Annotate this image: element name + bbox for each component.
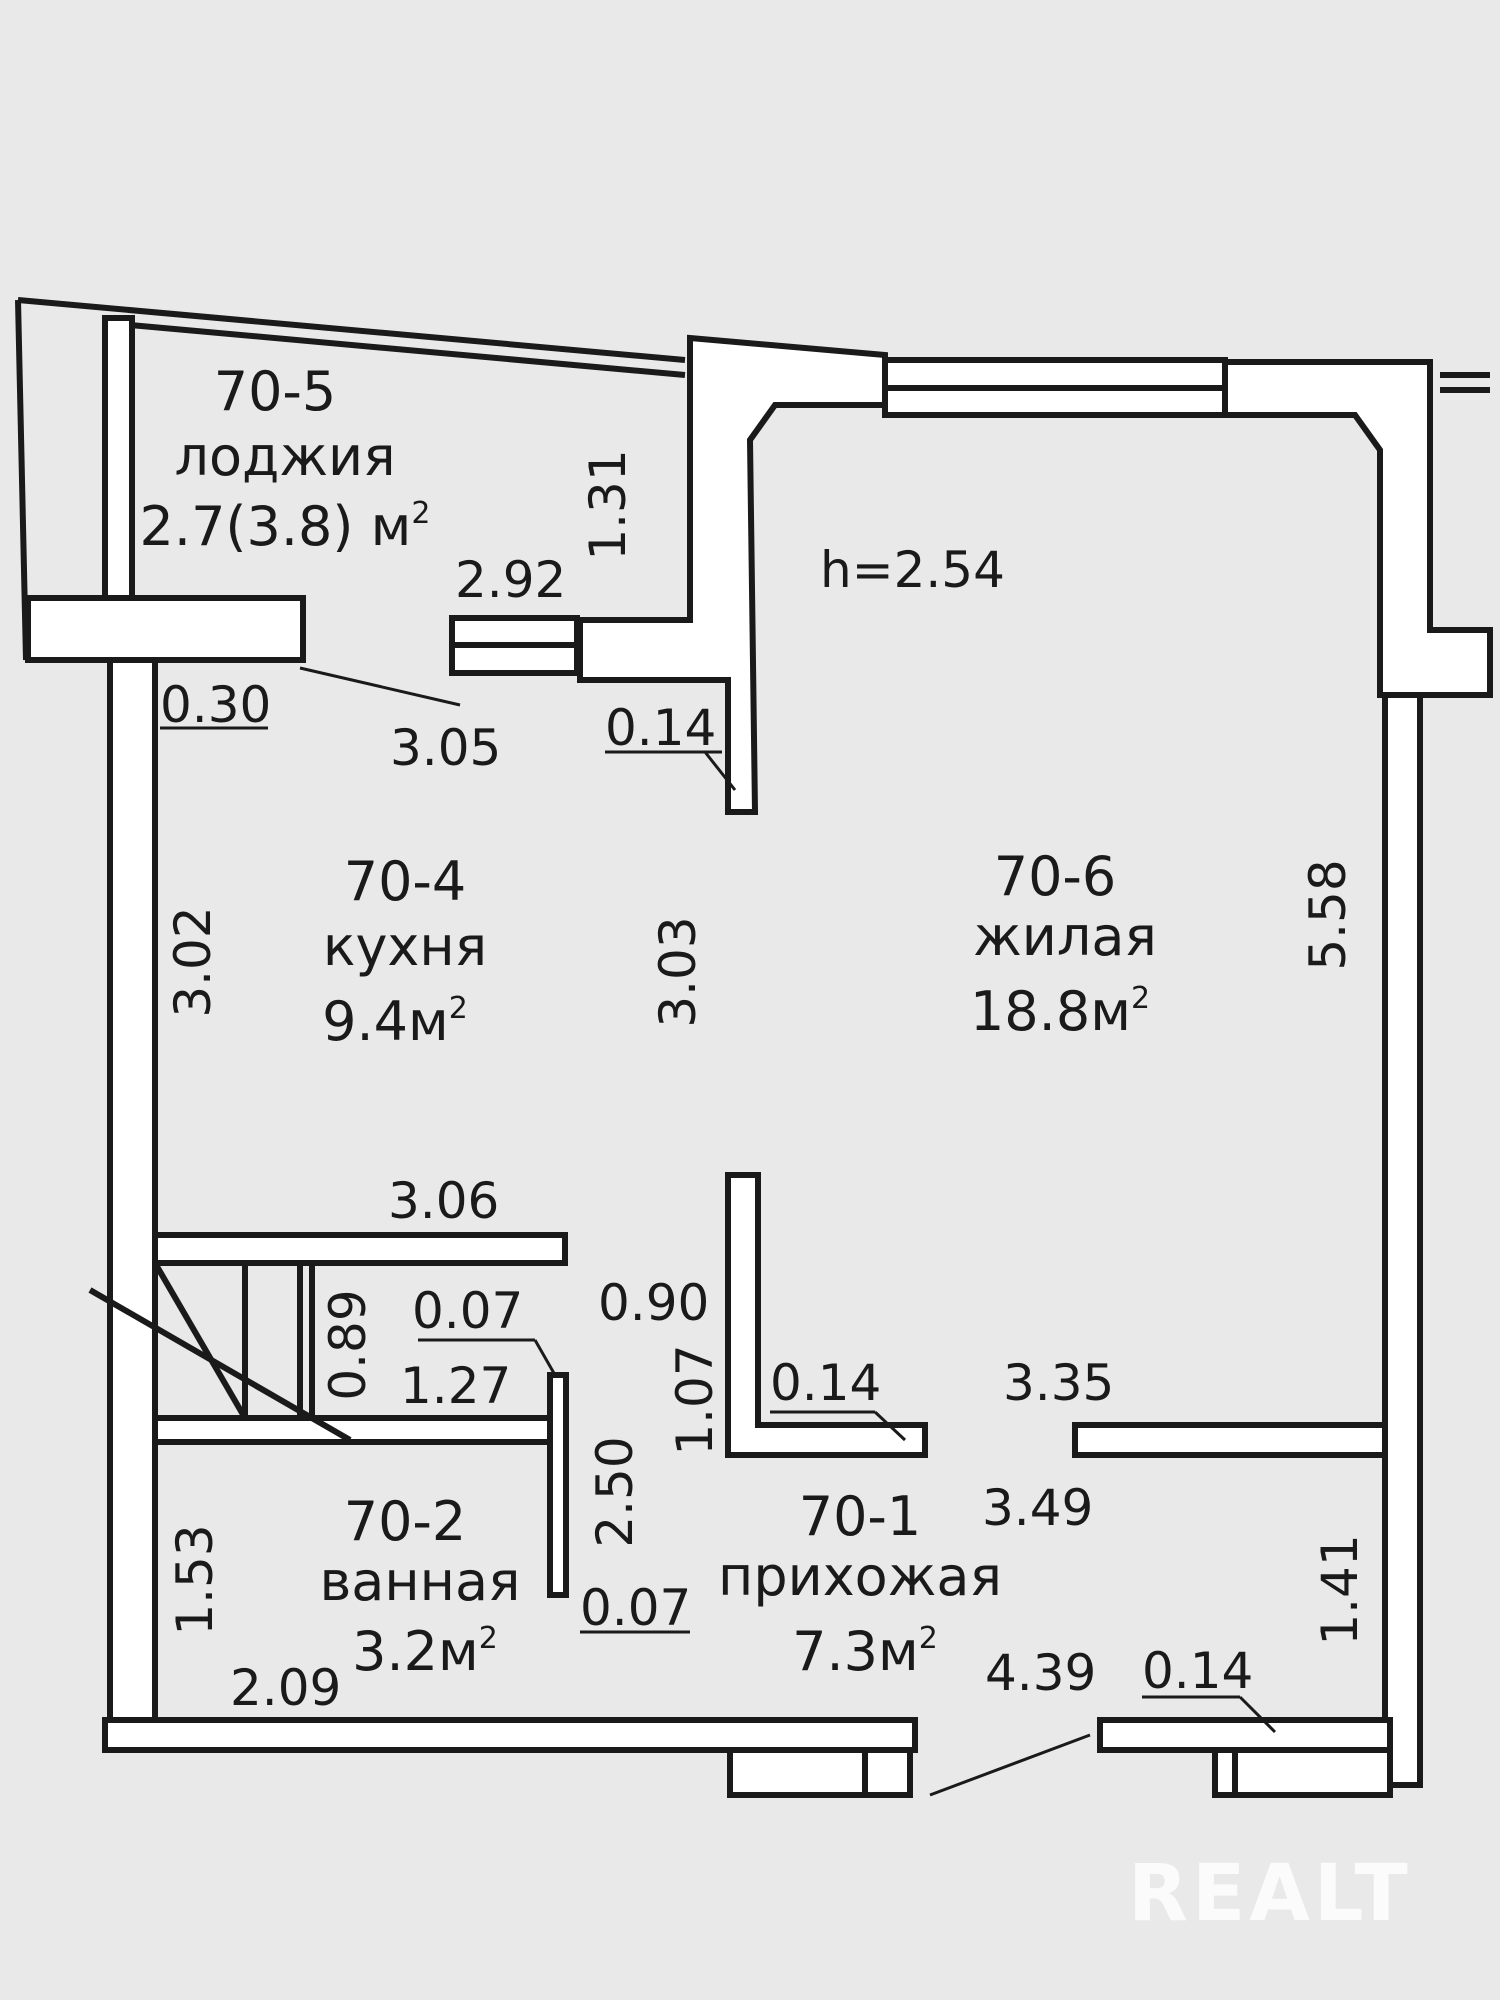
door-entry-line <box>929 1733 1091 1797</box>
leader-0-07-top-b <box>533 1339 557 1376</box>
dim-3-05: 3.05 <box>390 719 501 777</box>
dim-1-41: 1.41 <box>1311 1534 1369 1645</box>
dim-3-03: 3.03 <box>649 916 707 1027</box>
room-area: 18.8м2 <box>970 980 1150 1043</box>
dim-2-92: 2.92 <box>455 551 566 609</box>
wall-loggia-kitchen <box>25 595 306 663</box>
dim-0-90: 0.90 <box>598 1274 709 1332</box>
dim-2-09: 2.09 <box>230 1659 341 1717</box>
dim-3-06: 3.06 <box>388 1172 499 1230</box>
leader-0-14-top-b <box>703 751 737 791</box>
stub-bottom-right <box>1212 1747 1393 1798</box>
loggia-rail-left <box>15 299 29 661</box>
dim-2-50: 2.50 <box>586 1436 644 1547</box>
wall-bath-top <box>152 1415 553 1445</box>
dim-3-35: 3.35 <box>1003 1354 1114 1412</box>
room-area: 7.3м2 <box>792 1620 938 1683</box>
room-id: 70-4 <box>344 850 467 913</box>
room-id: 70-6 <box>994 845 1117 908</box>
dim-1-53: 1.53 <box>166 1524 224 1635</box>
room-area: 2.7(3.8) м2 <box>140 495 431 558</box>
wall-bath-right <box>547 1372 569 1598</box>
room-living: 70-6 жилая 18.8м2 <box>970 845 1157 1043</box>
dim-3-02: 3.02 <box>164 906 222 1017</box>
dim-0-30: 0.30 <box>160 676 271 734</box>
dim-5-58: 5.58 <box>1299 859 1357 970</box>
room-name: кухня <box>323 915 487 978</box>
loggia-rail-top-inner <box>129 322 686 378</box>
room-bathroom: 70-2 ванная 3.2м2 <box>319 1490 520 1683</box>
leader-0-14-bot-b <box>1238 1695 1277 1734</box>
room-area: 3.2м2 <box>352 1620 498 1683</box>
watermark-logo: REALT <box>1128 1849 1412 1939</box>
leader-0-14-mid-b <box>873 1410 907 1442</box>
dim-0-89: 0.89 <box>319 1289 377 1400</box>
dim-0-07-bot: 0.07 <box>580 1579 691 1637</box>
dim-0-14-bot: 0.14 <box>1142 1642 1253 1700</box>
ceiling-height: h=2.54 <box>820 541 1005 599</box>
room-id: 70-5 <box>214 360 337 423</box>
room-name: жилая <box>973 905 1157 968</box>
dim-0-14-top: 0.14 <box>605 699 716 757</box>
dim-0-07-top: 0.07 <box>412 1282 523 1340</box>
room-id: 70-2 <box>344 1490 467 1553</box>
room-name: ванная <box>319 1550 520 1613</box>
room-hallway: 70-1 прихожая 7.3м2 <box>718 1485 1002 1683</box>
room-name: прихожая <box>718 1545 1002 1608</box>
loggia-rail-top <box>17 297 686 363</box>
room-labels: 70-5 лоджия 2.7(3.8) м2 70-4 кухня 9.4м2… <box>140 360 1157 1683</box>
wall-loggia-left <box>102 315 135 601</box>
room-name: лоджия <box>174 425 395 488</box>
room-area: 9.4м2 <box>322 990 468 1053</box>
room-kitchen: 70-4 кухня 9.4м2 <box>322 850 487 1053</box>
shaft-diag-2 <box>88 1287 352 1443</box>
door-kitchen-line <box>299 666 461 707</box>
wall-bottom-left <box>102 1717 918 1753</box>
wall-room-bottom <box>1072 1422 1388 1458</box>
dim-1-27: 1.27 <box>400 1357 511 1415</box>
dim-3-49: 3.49 <box>982 1479 1093 1537</box>
wall-bottom-right <box>1097 1717 1393 1753</box>
dim-0-14-mid: 0.14 <box>770 1354 881 1412</box>
wall-left-outer <box>107 657 158 1723</box>
dim-1-07: 1.07 <box>666 1344 724 1455</box>
shaft-diag-1 <box>152 1261 248 1420</box>
dim-1-31: 1.31 <box>579 449 637 560</box>
wall-hall-L <box>725 1172 928 1458</box>
dim-4-39: 4.39 <box>985 1644 1096 1702</box>
wall-right-outer <box>1382 692 1423 1788</box>
stub-bottom-left <box>727 1747 913 1798</box>
dimensions: 1.31 2.92 0.30 3.05 0.14 3.02 3.03 5.58 … <box>160 449 1369 1717</box>
leader-lines <box>160 666 1277 1797</box>
walls <box>15 297 1493 1798</box>
wall-kitchen-bath <box>152 1232 568 1266</box>
wall-right-top <box>1222 359 1493 698</box>
room-loggia: 70-5 лоджия 2.7(3.8) м2 <box>140 360 431 558</box>
room-id: 70-1 <box>799 1485 922 1548</box>
